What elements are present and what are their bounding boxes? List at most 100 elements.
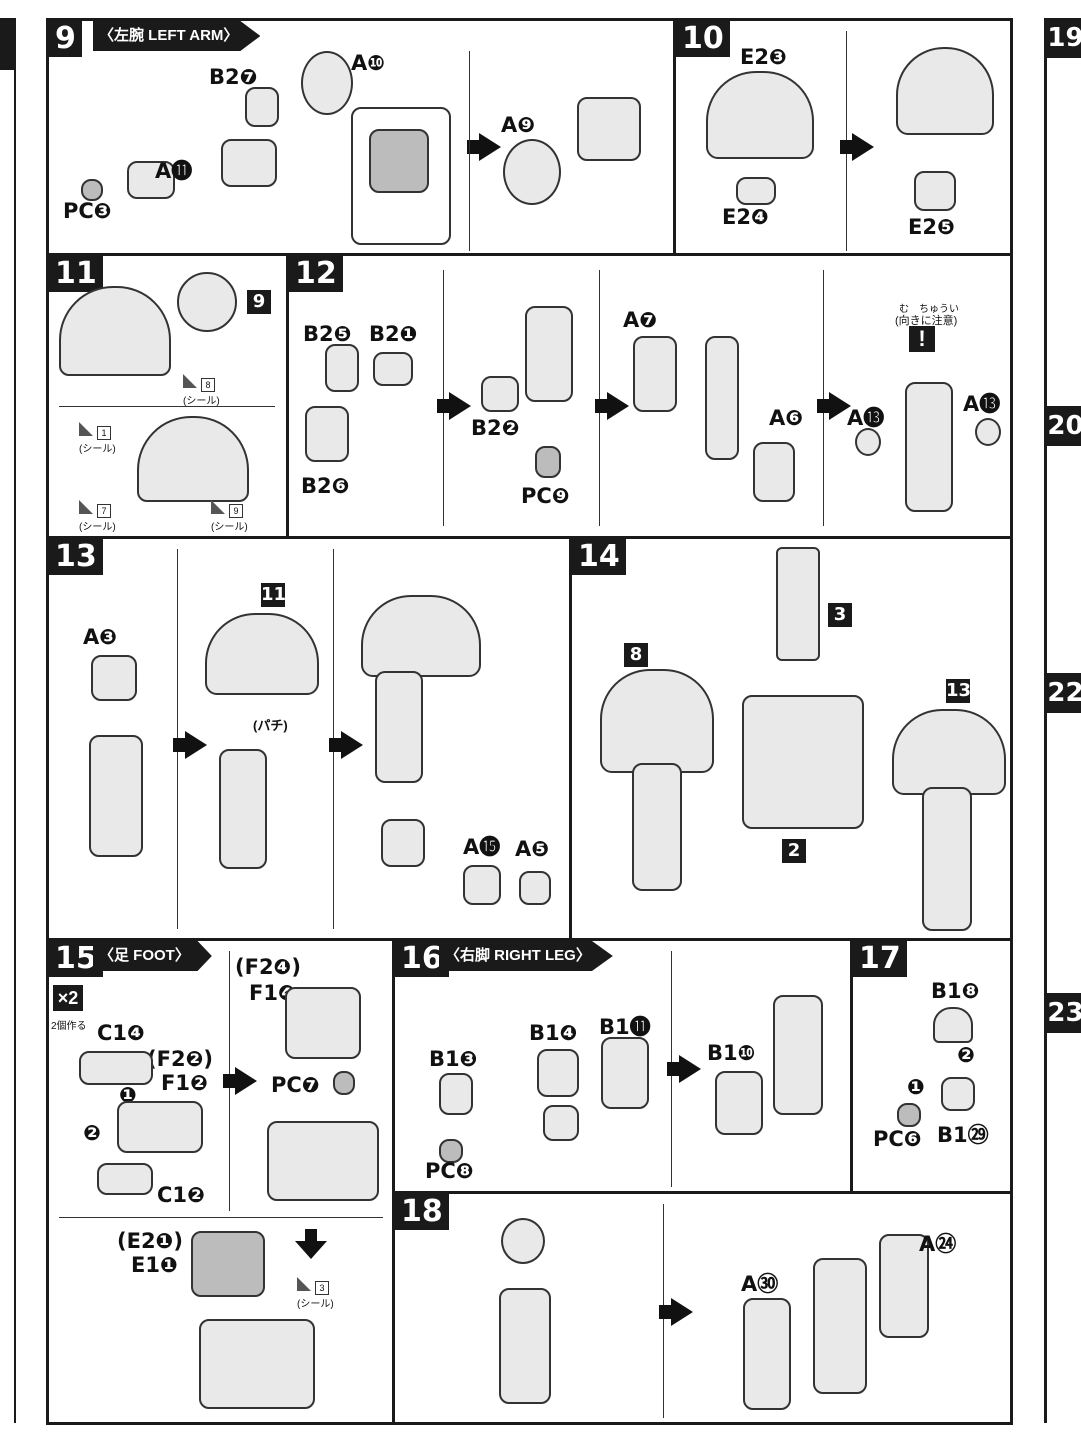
left-arm-assembled <box>600 669 714 773</box>
thigh-cover-part <box>715 1071 763 1135</box>
shoulder-joint-ball-part <box>177 272 237 332</box>
step-15-flow-arrow <box>223 1067 257 1095</box>
step-12-divider-1 <box>443 270 444 526</box>
forearm-joint-part <box>305 406 349 462</box>
edge-step-23: 23 <box>1047 993 1081 1033</box>
label-a-11: A⓫ <box>155 159 193 183</box>
step-14-number: 14 <box>572 539 626 575</box>
arm-assembled-part <box>905 382 953 512</box>
step-11-number: 11 <box>49 256 103 292</box>
shoulder-cap-part <box>245 87 279 127</box>
step-11-panel: 11 9 8(シール) 1(シール) 7(シール) 9(シール) <box>46 253 289 539</box>
label-a-6: A❻ <box>769 406 804 430</box>
label-b1-4: B1❹ <box>529 1021 578 1045</box>
chin-part <box>914 171 956 211</box>
label-c1-2: C1❷ <box>157 1183 205 1207</box>
antenna-part <box>776 547 820 661</box>
label-b1-8: B1❽ <box>931 979 980 1003</box>
order-mark-2: ❷ <box>83 1121 101 1145</box>
step-16-flow-arrow <box>667 1055 701 1083</box>
shoulder-armor-assembled-part <box>205 613 319 695</box>
order-mark-1-17: ❶ <box>907 1075 925 1099</box>
arm-complete-shoulder-part <box>361 595 481 677</box>
step-15-title: 〈足 FOOT〉 <box>93 941 212 971</box>
foot-assembled-part <box>267 1121 379 1201</box>
sticker-7: 7(シール) <box>79 500 116 533</box>
forearm-frame-part <box>705 336 739 460</box>
thigh-joint-part <box>543 1105 579 1141</box>
upper-arm-cover-part <box>91 655 137 701</box>
step-18-number: 18 <box>395 1194 449 1230</box>
edge-step-19: 19 <box>1047 18 1081 58</box>
label-a-13-left: A⓭ <box>847 406 885 430</box>
right-arm-lower <box>922 787 972 931</box>
step-10-number: 10 <box>676 21 730 57</box>
inset-shoulder-part <box>369 129 429 193</box>
caution-icon: ! <box>909 326 935 352</box>
step-13-panel: 13 A❸ 11 (パチ) A⓯ A❺ <box>46 536 572 941</box>
detail-inset <box>351 107 451 245</box>
hand-assembly-part <box>381 819 425 867</box>
elbow-assembly-part <box>525 306 573 402</box>
thigh-frame-part <box>537 1049 579 1097</box>
sticker-flag-icon <box>79 422 93 436</box>
step-18-panel: 18 A㉚ A㉔ <box>392 1191 1013 1425</box>
label-f2-2: (F2❷) <box>147 1047 213 1071</box>
label-a-5: A❺ <box>515 837 550 861</box>
label-e2-1: (E2❶) <box>117 1229 183 1253</box>
caution-ruby: む ちゅうい <box>899 304 959 315</box>
order-mark-2-17: ❷ <box>957 1043 975 1067</box>
armor-with-stickers-part <box>137 416 249 502</box>
knee-joint-part <box>439 1073 473 1115</box>
label-a-3: A❸ <box>83 625 118 649</box>
label-e2-3: E2❸ <box>740 45 787 69</box>
bumper-right-part <box>975 418 1001 446</box>
sticker-flag-icon <box>79 500 93 514</box>
upper-arm-part <box>221 139 277 187</box>
step-16-panel: 16 〈右脚 RIGHT LEG〉 B1❸ PC❽ B1❹ B1⓫ B1❿ <box>392 938 853 1194</box>
sticker-3: 3(シール) <box>297 1277 334 1310</box>
ref-step-2: 2 <box>782 839 806 863</box>
label-b2-6: B2❻ <box>301 474 350 498</box>
forearm-shell-part <box>633 336 677 412</box>
step-15-hdivider <box>59 1217 383 1218</box>
step-9-divider <box>469 51 470 251</box>
hand-part-a <box>463 865 501 905</box>
helmet-insert-part <box>736 177 776 205</box>
right-edge-strip: 19 20 22 23 <box>1044 18 1081 1423</box>
ref-step-13: 13 <box>946 679 972 703</box>
torso-part <box>742 695 864 829</box>
step-10-flow-arrow <box>840 133 874 161</box>
step-17-panel: 17 B1❽ ❷ ❶ PC❻ B1㉙ <box>850 938 1013 1194</box>
sticker-9: 9(シール) <box>211 500 248 533</box>
hip-joint-part <box>941 1077 975 1111</box>
label-e2-5: E2❺ <box>908 215 955 239</box>
step-12-flow-arrow-2 <box>595 392 629 420</box>
step-15-panel: 15 〈足 FOOT〉 ×2 2個作る C1❹ (F2❷) F1❷ C1❷ ❶ … <box>46 938 395 1425</box>
hip-cap-part <box>933 1007 973 1043</box>
label-f2-4: (F2❹) <box>235 955 301 979</box>
elbow-side-part <box>481 376 519 412</box>
foot-final-part <box>199 1319 315 1409</box>
edge-step-20: 20 <box>1047 406 1081 446</box>
step-12-divider-2 <box>599 270 600 526</box>
label-pc-6: PC❻ <box>873 1127 922 1151</box>
step-12-number: 12 <box>289 256 343 292</box>
ref-step-11: 11 <box>261 583 287 607</box>
step-13-flow-arrow-2 <box>329 731 363 759</box>
sticker-flag-icon <box>211 500 225 514</box>
label-b1-29: B1㉙ <box>937 1123 989 1147</box>
knee-polycap-part <box>439 1139 463 1163</box>
hand-part-b <box>519 871 551 905</box>
shoulder-part <box>301 51 353 115</box>
step-14-panel: 14 3 8 13 2 <box>569 536 1013 941</box>
heel-armor-part <box>191 1231 265 1297</box>
label-e2-4: E2❹ <box>722 205 769 229</box>
label-b1-3: B1❸ <box>429 1047 478 1071</box>
sticker-flag-icon <box>297 1277 311 1291</box>
label-b2-5: B2❺ <box>303 322 352 346</box>
hip-polycap-part <box>897 1103 921 1127</box>
ref-step-9: 9 <box>247 290 271 314</box>
step-16-title: 〈右脚 RIGHT LEG〉 <box>439 941 613 971</box>
left-edge-header <box>0 18 14 70</box>
